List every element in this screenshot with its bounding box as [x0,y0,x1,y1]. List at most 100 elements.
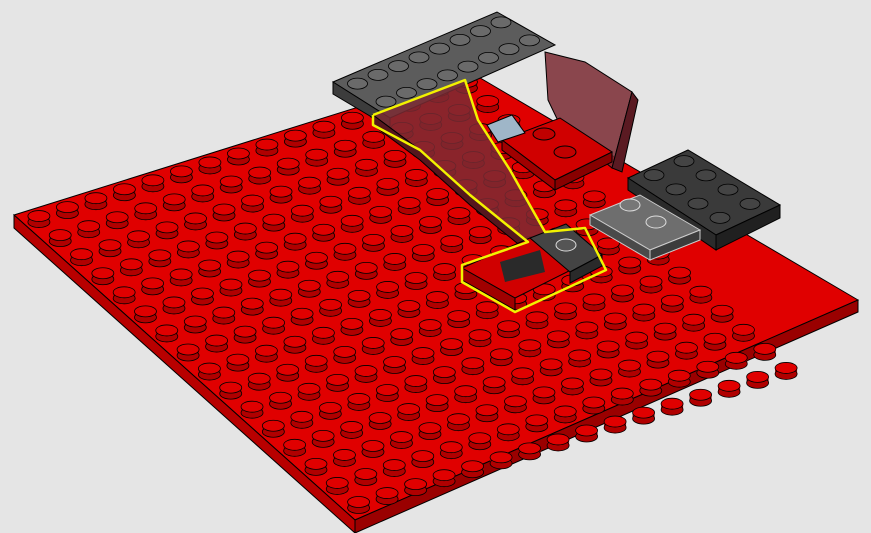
stud [142,175,164,186]
stud [256,139,278,150]
stud [555,303,577,314]
stud [313,224,335,235]
stud [554,146,576,158]
stud [512,368,534,379]
stud [405,273,427,284]
stud [376,488,398,499]
stud [732,324,754,335]
stud [669,267,691,278]
stud [163,194,185,205]
stud [113,287,135,298]
stud [92,268,114,279]
stud [377,281,399,292]
stud [320,196,342,207]
stud [526,415,548,426]
stud [156,325,178,336]
stud [405,169,427,180]
stud [277,261,299,272]
stud [476,302,498,313]
stud [199,260,221,271]
stud [327,168,349,179]
stud [547,434,569,445]
stud [312,327,334,338]
stud [674,156,694,167]
stud [368,69,388,80]
stud [405,479,427,490]
stud [28,211,50,222]
stud [163,297,185,308]
stud [633,304,655,315]
stud [305,355,327,366]
stud [185,213,207,224]
stud [384,253,406,264]
stud [298,383,320,394]
stud [490,349,512,360]
stud [248,373,270,384]
stud [554,406,576,417]
stud [688,198,708,209]
stud [654,323,676,334]
stud [448,208,470,219]
stud [135,203,157,214]
stud [227,354,249,365]
stud [412,348,434,359]
stud [113,184,135,195]
stud [149,250,171,261]
stud [291,308,313,319]
stud [477,96,499,107]
stud [362,441,384,452]
stud [447,414,469,425]
stud [405,376,427,387]
stud [370,206,392,217]
stud [319,402,341,413]
stud [561,378,583,389]
stud [241,401,263,412]
stud [412,451,434,462]
stud [192,185,214,196]
stud [491,17,511,28]
stud [234,326,256,337]
stud [170,269,192,280]
stud [533,128,555,140]
stud [583,397,605,408]
stud [291,411,313,422]
stud [355,469,377,480]
stud [427,189,449,200]
stud [299,177,321,188]
stud [377,178,399,189]
stud [284,130,306,141]
stud [305,252,327,263]
stud [334,243,356,254]
stud [434,264,456,275]
stud [255,345,277,356]
stud [504,396,526,407]
stud [718,380,740,391]
stud [341,318,363,329]
stud [384,150,406,161]
stud [433,470,455,481]
stud [666,184,686,195]
stud [690,389,712,400]
stud [490,452,512,463]
stud [604,313,626,324]
stud [441,339,463,350]
stud [49,230,71,241]
stud [533,387,555,398]
stud [291,205,313,216]
stud [611,388,633,399]
stud [213,204,235,215]
stud [740,198,760,209]
stud [363,131,385,142]
stud [398,197,420,208]
stud [569,350,591,361]
stud [397,87,417,98]
stud [412,245,434,256]
stud [348,187,370,198]
stud [775,362,797,373]
stud [248,270,270,281]
stud [85,193,107,204]
stud [389,61,409,72]
stud [675,342,697,353]
stud [498,321,520,332]
